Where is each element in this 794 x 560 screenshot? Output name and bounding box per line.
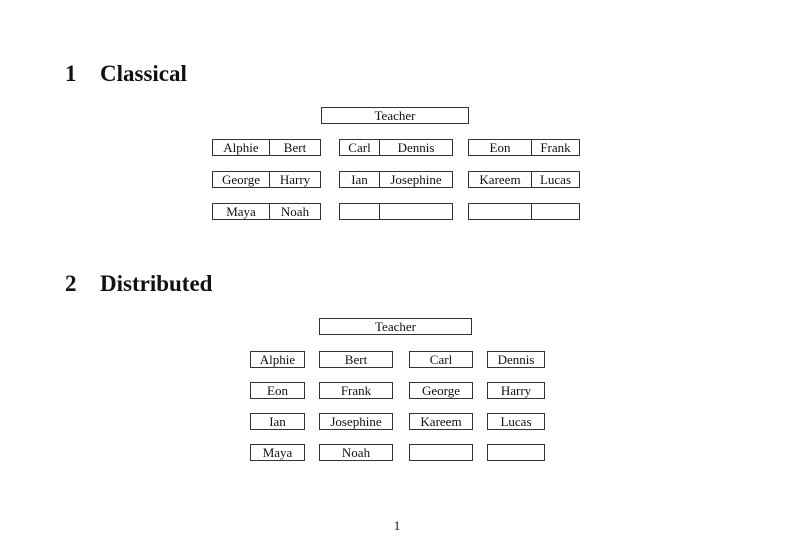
seat-cell: Ian <box>340 172 380 187</box>
seat-box: Maya <box>250 444 305 461</box>
section-heading-classical: 1 Classical <box>65 62 187 85</box>
seat-cell <box>340 204 380 219</box>
seat-cell: Lucas <box>539 172 572 187</box>
section-title: Classical <box>100 61 187 86</box>
seat-box: Eon <box>250 382 305 399</box>
section-number: 1 <box>65 61 77 86</box>
seat-cell: Dennis <box>397 140 435 155</box>
desk-pair: Alphie Bert <box>212 139 321 156</box>
seat-cell: Maya <box>213 204 270 219</box>
seat-cell <box>532 204 579 219</box>
desk-pair <box>468 203 580 220</box>
section-heading-distributed: 2 Distributed <box>65 272 212 295</box>
page-number: 1 <box>393 518 401 533</box>
seat-cell: George <box>213 172 270 187</box>
seat-box <box>487 444 545 461</box>
seat-box: Noah <box>319 444 393 461</box>
desk-pair <box>339 203 453 220</box>
seat-box: Frank <box>319 382 393 399</box>
seat-cell: Kareem <box>469 172 532 187</box>
seat-box: Ian <box>250 413 305 430</box>
seat-cell <box>380 204 452 219</box>
distributed-teacher-box: Teacher <box>319 318 472 335</box>
seat-cell: Frank <box>540 140 571 155</box>
seat-box: Kareem <box>409 413 473 430</box>
desk-pair: Carl Dennis <box>339 139 453 156</box>
desk-pair: George Harry <box>212 171 321 188</box>
seat-cell: Harry <box>279 172 311 187</box>
seat-cell: Bert <box>283 140 307 155</box>
seat-box: Harry <box>487 382 545 399</box>
desk-pair: Maya Noah <box>212 203 321 220</box>
desk-pair: Ian Josephine <box>339 171 453 188</box>
seat-box: Dennis <box>487 351 545 368</box>
seat-box: Alphie <box>250 351 305 368</box>
seat-cell: Josephine <box>390 172 442 187</box>
seat-box: George <box>409 382 473 399</box>
seat-box: Josephine <box>319 413 393 430</box>
desk-pair: Kareem Lucas <box>468 171 580 188</box>
seat-cell: Noah <box>280 204 310 219</box>
section-title: Distributed <box>100 271 213 296</box>
seat-cell: Carl <box>340 140 380 155</box>
seat-cell: Alphie <box>213 140 270 155</box>
seat-cell <box>469 204 532 219</box>
desk-pair: Eon Frank <box>468 139 580 156</box>
seat-box: Lucas <box>487 413 545 430</box>
seat-box <box>409 444 473 461</box>
seat-box: Carl <box>409 351 473 368</box>
seat-cell: Eon <box>469 140 532 155</box>
section-number: 2 <box>65 271 77 296</box>
seat-box: Bert <box>319 351 393 368</box>
classical-teacher-box: Teacher <box>321 107 469 124</box>
